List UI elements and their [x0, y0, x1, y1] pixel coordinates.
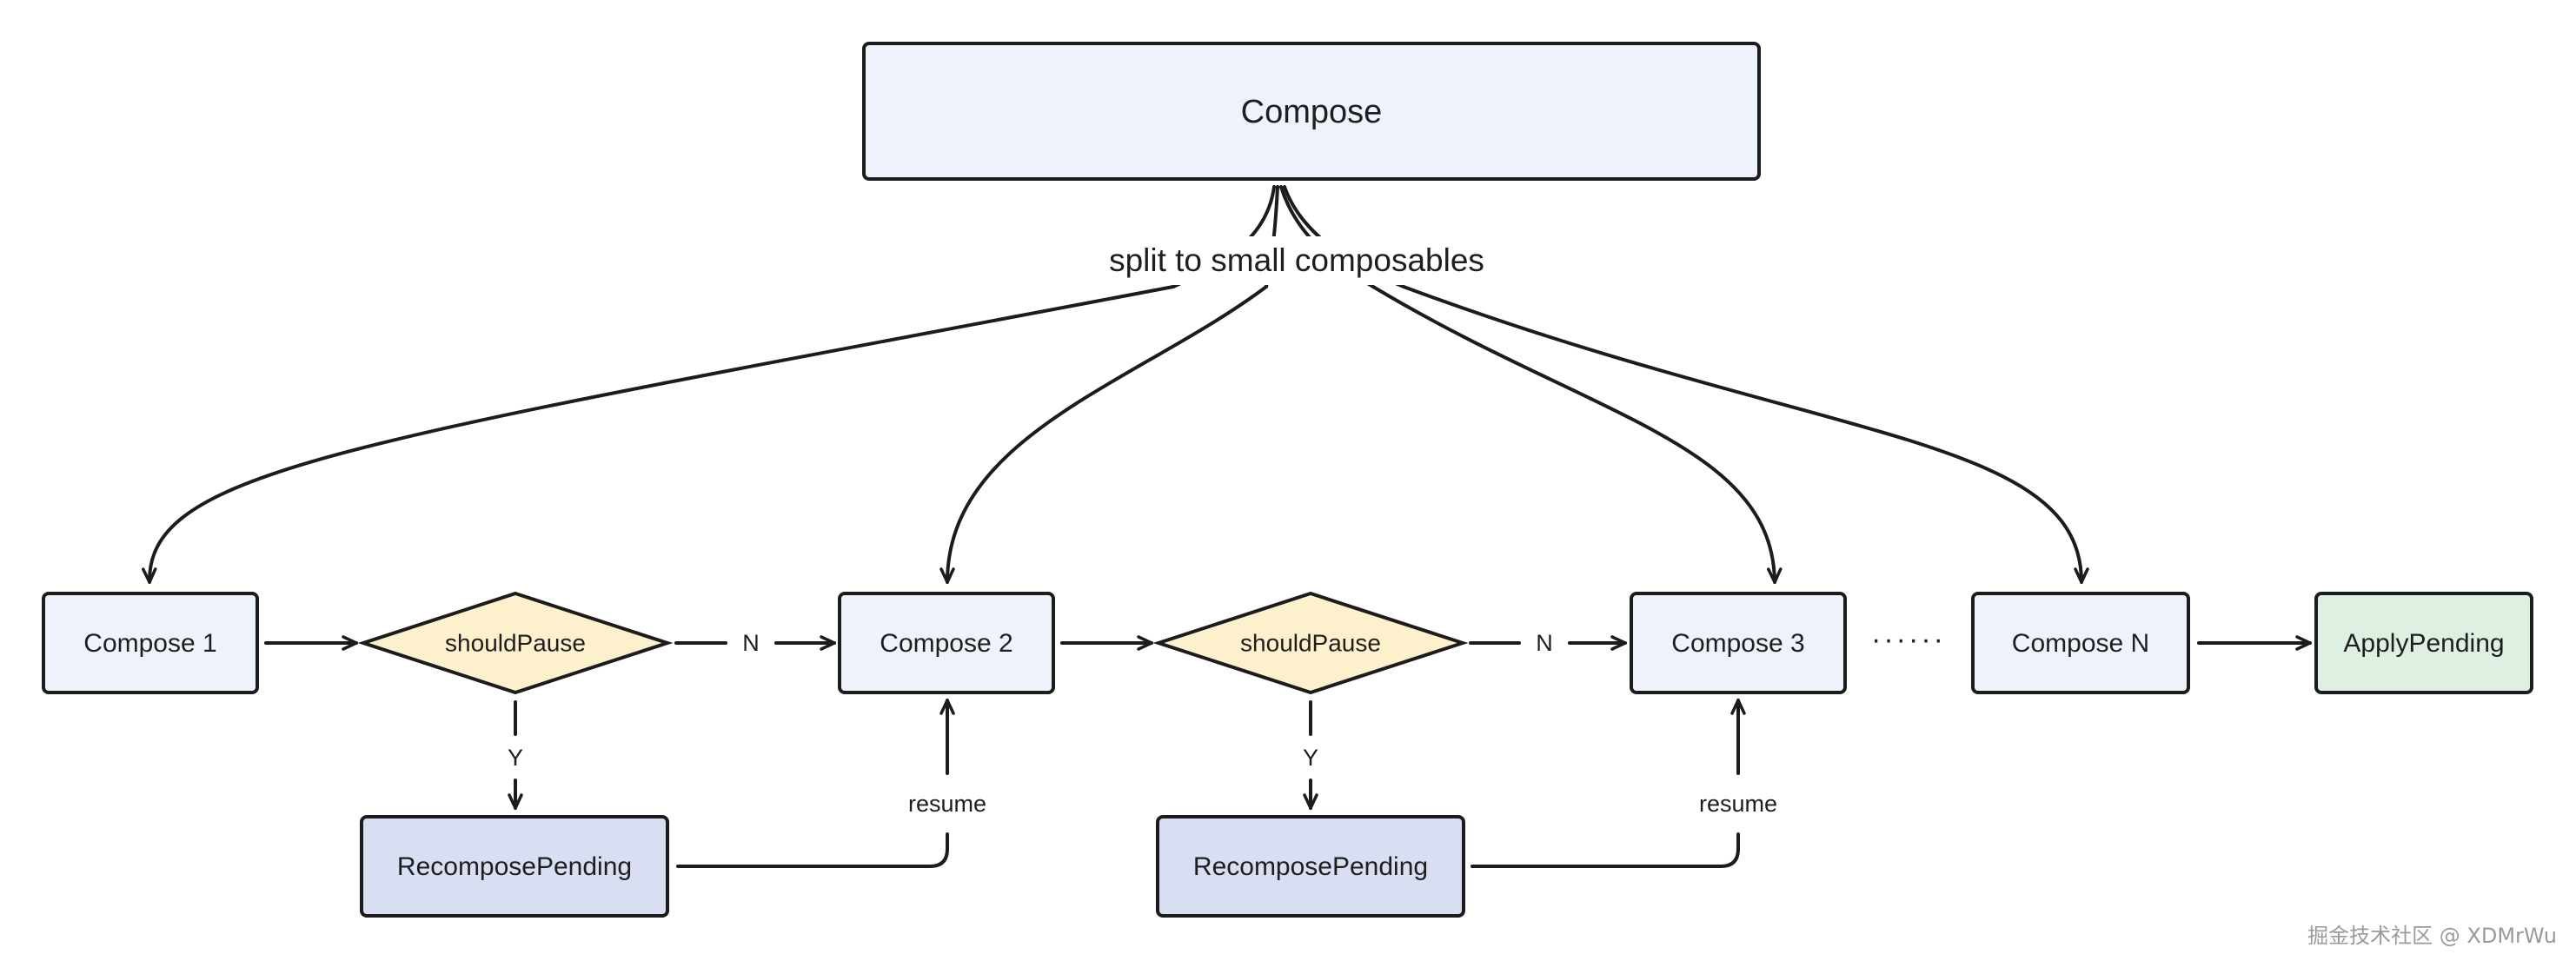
split-label-backdrop	[1093, 236, 1502, 285]
recompose-pending-2-label: RecomposePending	[1193, 852, 1428, 881]
compose-n-label: Compose N	[2012, 629, 2149, 658]
recompose-pending-2-node: RecomposePending	[1156, 815, 1465, 918]
edge-label-no-1: N	[742, 630, 760, 656]
should-pause-2-diamond	[1152, 591, 1469, 695]
should-pause-1-label: shouldPause	[445, 629, 586, 656]
should-pause-1-diamond	[357, 591, 674, 695]
ellipsis-label: ······	[1871, 623, 1946, 656]
apply-pending-box	[2314, 592, 2533, 694]
compose-n-box	[1971, 592, 2190, 694]
should-pause-2-node: shouldPause	[1152, 591, 1469, 695]
apply-pending-node: ApplyPending	[2314, 592, 2533, 694]
compose-1-node: Compose 1	[42, 592, 259, 694]
compose-n-node: Compose N	[1971, 592, 2190, 694]
should-pause-1-node: shouldPause	[357, 591, 674, 695]
edge-label-yes-1: Y	[508, 745, 523, 771]
compose-3-box	[1630, 592, 1847, 694]
split-edge-compose-n	[1402, 285, 2089, 584]
split-edge-compose-2	[939, 285, 1268, 584]
compose-2-node: Compose 2	[838, 592, 1055, 694]
should-pause-2-label: shouldPause	[1240, 629, 1381, 656]
split-edge-compose-1	[142, 285, 1175, 584]
edge-resume-1	[676, 832, 949, 868]
recompose-pending-2-box	[1156, 815, 1465, 918]
top-compose-label: Compose	[1241, 94, 1383, 130]
edge-label-resume-1: resume	[908, 791, 986, 817]
compose-2-box	[838, 592, 1055, 694]
top-compose-box	[862, 42, 1761, 181]
compose-1-label: Compose 1	[83, 629, 216, 658]
recompose-pending-1-node: RecomposePending	[360, 815, 669, 918]
edge-label-no-2: N	[1536, 630, 1553, 656]
top-compose-node: Compose	[862, 42, 1761, 181]
compose-3-label: Compose 3	[1671, 629, 1804, 658]
flow-edges	[264, 635, 2312, 868]
apply-pending-label: ApplyPending	[2343, 629, 2504, 658]
compose-2-label: Compose 2	[880, 629, 1012, 658]
edge-resume-2	[1471, 832, 1740, 868]
compose-1-box	[42, 592, 259, 694]
edge-label-resume-2: resume	[1699, 791, 1777, 817]
split-edge-compose-3	[1371, 285, 1783, 584]
recompose-pending-1-box	[360, 815, 669, 918]
recompose-pending-1-label: RecomposePending	[397, 852, 632, 881]
split-label: split to small composables	[1109, 242, 1484, 278]
compose-3-node: Compose 3	[1630, 592, 1847, 694]
edge-label-yes-2: Y	[1303, 745, 1318, 771]
watermark-text: 掘金技术社区 @ XDMrWu	[2307, 924, 2557, 948]
